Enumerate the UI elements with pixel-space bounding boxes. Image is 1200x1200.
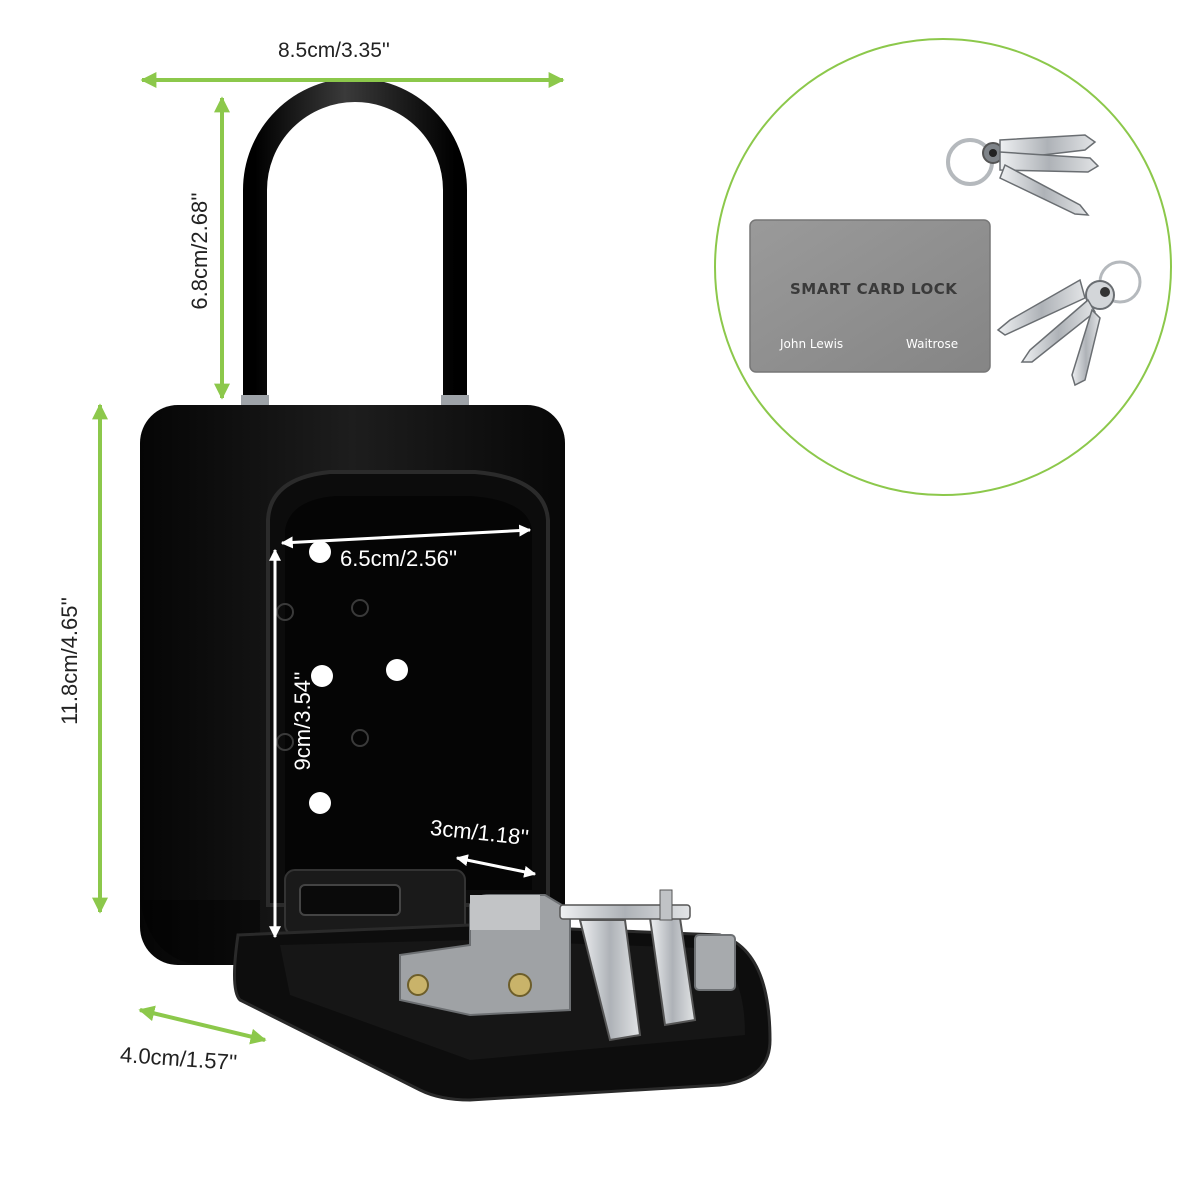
hole (309, 792, 331, 814)
dim-label-body: 11.8cm/4.65'' (57, 597, 82, 725)
screw (508, 973, 532, 997)
interior-back (285, 496, 532, 890)
side-bracket (694, 934, 736, 991)
hook-bar (559, 904, 691, 920)
dim-arrow-depth (138, 1005, 267, 1045)
lock-body-shadow (140, 900, 260, 965)
card-label-right: Waitrose (906, 337, 959, 351)
dim-label-width: 8.5cm/3.35'' (278, 39, 390, 62)
hook-pin (659, 889, 673, 921)
key-hook (578, 919, 642, 1042)
key-icon (996, 260, 1142, 387)
card-icon (749, 219, 991, 373)
dim-arrow-hook (455, 854, 537, 878)
dim-arrow-inner-width (280, 524, 532, 549)
hole (309, 541, 331, 563)
key-icon (946, 134, 1100, 216)
hole-dimple (351, 729, 369, 747)
dim-label-shackle: 6.8cm/2.68'' (187, 192, 212, 310)
screw (407, 974, 429, 996)
hole-dimple (351, 599, 369, 617)
shackle (243, 78, 467, 425)
hinge-slot (299, 884, 401, 916)
hole (386, 659, 408, 681)
card-label-left: John Lewis (780, 337, 844, 351)
dim-label-inner-width: 6.5cm/2.56'' (340, 546, 458, 571)
dim-label-inner-height: 9cm/3.54'' (290, 671, 315, 771)
hole (311, 665, 333, 687)
key-hook-housing-top (470, 895, 540, 930)
card-title: SMART CARD LOCK (790, 280, 958, 298)
